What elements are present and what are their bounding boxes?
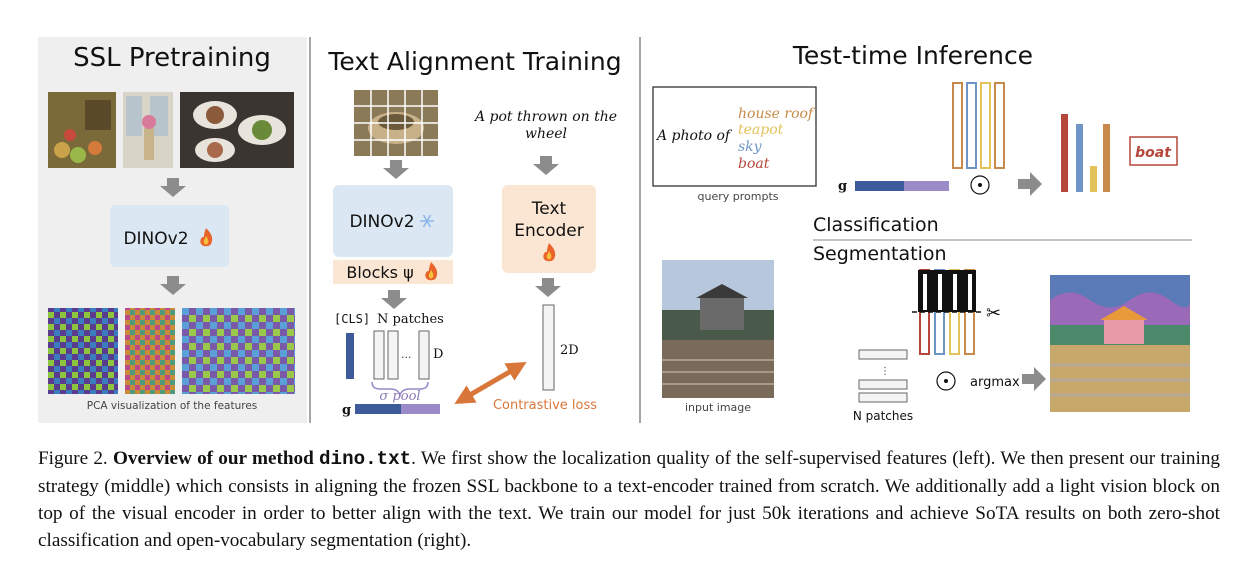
vision-arrow-down-1 bbox=[383, 160, 409, 179]
segmentation-arrow bbox=[1022, 367, 1046, 391]
text-align-title: Text Alignment Training bbox=[327, 47, 621, 76]
text-embedding-house-roof bbox=[953, 83, 962, 168]
pca-caption: PCA visualization of the features bbox=[87, 400, 258, 412]
text-arrow-down-2 bbox=[535, 278, 561, 297]
two-d-label: 2D bbox=[560, 343, 579, 358]
ssl-photo-food bbox=[180, 92, 294, 168]
prompt-teapot: teapot bbox=[738, 122, 784, 138]
cls-token bbox=[346, 333, 354, 379]
g-label-middle: g bbox=[342, 403, 351, 418]
classification-arrow bbox=[1018, 172, 1042, 196]
input-image bbox=[662, 260, 774, 398]
score-bar-boat bbox=[1061, 114, 1068, 192]
patch-token-a bbox=[859, 350, 907, 359]
segmentation-label: Segmentation bbox=[813, 243, 947, 265]
patch-token-n bbox=[419, 331, 429, 379]
pca-map-vase bbox=[125, 308, 175, 394]
g-vector-blue bbox=[355, 404, 401, 414]
n-patches-label-right: N patches bbox=[853, 409, 913, 423]
text-input-line1: A pot thrown on the bbox=[473, 109, 617, 125]
score-bar-teapot bbox=[1090, 166, 1097, 192]
n-patches-label: N patches bbox=[377, 312, 444, 327]
text-encoder-label-1: Text bbox=[531, 199, 567, 219]
ssl-dinov2-label: DINOv2 bbox=[123, 229, 188, 249]
d-label: D bbox=[433, 347, 443, 362]
ssl-photo-fruit bbox=[48, 92, 116, 168]
query-prompts-caption: query prompts bbox=[698, 190, 779, 203]
text-embedding-sky bbox=[967, 83, 976, 168]
prompt-house-roof: house roof bbox=[738, 106, 816, 122]
ssl-title: SSL Pretraining bbox=[73, 43, 271, 73]
patchified-image bbox=[354, 90, 438, 156]
cls-label: [CLS] bbox=[334, 312, 370, 326]
vision-arrow-down-2 bbox=[381, 290, 407, 309]
patch-vertical-dots: ⋮ bbox=[880, 366, 890, 377]
input-image-caption: input image bbox=[685, 401, 751, 414]
overview-figure: SSL Pretraining DINOv2 PCA visualization… bbox=[0, 0, 1258, 430]
g-label-right: g bbox=[838, 179, 847, 194]
contrastive-label: Contrastive loss bbox=[493, 398, 597, 413]
text-input-line2: wheel bbox=[525, 126, 567, 142]
caption-fig-label: Figure 2. bbox=[38, 448, 108, 469]
g-vector-purple-right bbox=[904, 181, 949, 191]
text-arrow-down-1 bbox=[533, 156, 559, 175]
text-embedding-teapot bbox=[981, 83, 990, 168]
patch-dots: ... bbox=[401, 348, 412, 361]
text-embedding-2d bbox=[543, 305, 554, 390]
text-embedding-boat bbox=[995, 83, 1004, 168]
inference-title: Test-time Inference bbox=[792, 41, 1033, 70]
caption-method: dino.txt bbox=[319, 448, 411, 470]
align-dinov2-label: DINOv2 bbox=[349, 212, 414, 232]
pca-map-fruit bbox=[48, 308, 118, 394]
odot-icon bbox=[937, 372, 955, 390]
score-bar-roof bbox=[1103, 124, 1110, 192]
odot-icon bbox=[971, 176, 989, 194]
score-bar-sky bbox=[1076, 124, 1083, 192]
photo-of-label: A photo of bbox=[655, 128, 733, 144]
pool-label: σ pool bbox=[379, 389, 420, 404]
text-encoder-label-2: Encoder bbox=[514, 221, 584, 241]
patch-token-c bbox=[859, 393, 907, 402]
figure-caption: Figure 2. Overview of our method dino.tx… bbox=[38, 445, 1220, 554]
caption-bold: Overview of our method bbox=[113, 448, 314, 469]
segmentation-output bbox=[1050, 275, 1190, 412]
classification-label: Classification bbox=[813, 214, 939, 236]
prompt-sky: sky bbox=[738, 139, 763, 155]
blocks-label: Blocks ψ bbox=[346, 263, 413, 282]
pca-map-food bbox=[182, 308, 295, 394]
prompt-boat: boat bbox=[738, 156, 770, 172]
patch-token-b bbox=[859, 380, 907, 389]
argmax-label: argmax bbox=[970, 375, 1020, 390]
boat-prediction-label: boat bbox=[1135, 145, 1172, 161]
contrastive-arrow bbox=[463, 367, 518, 399]
g-vector-blue-right bbox=[855, 181, 904, 191]
scissors-icon: ✂ bbox=[986, 303, 1001, 324]
patch-token-1 bbox=[374, 331, 384, 379]
patch-token-2 bbox=[388, 331, 398, 379]
ssl-photo-vase bbox=[123, 92, 173, 168]
g-vector-purple bbox=[401, 404, 440, 414]
